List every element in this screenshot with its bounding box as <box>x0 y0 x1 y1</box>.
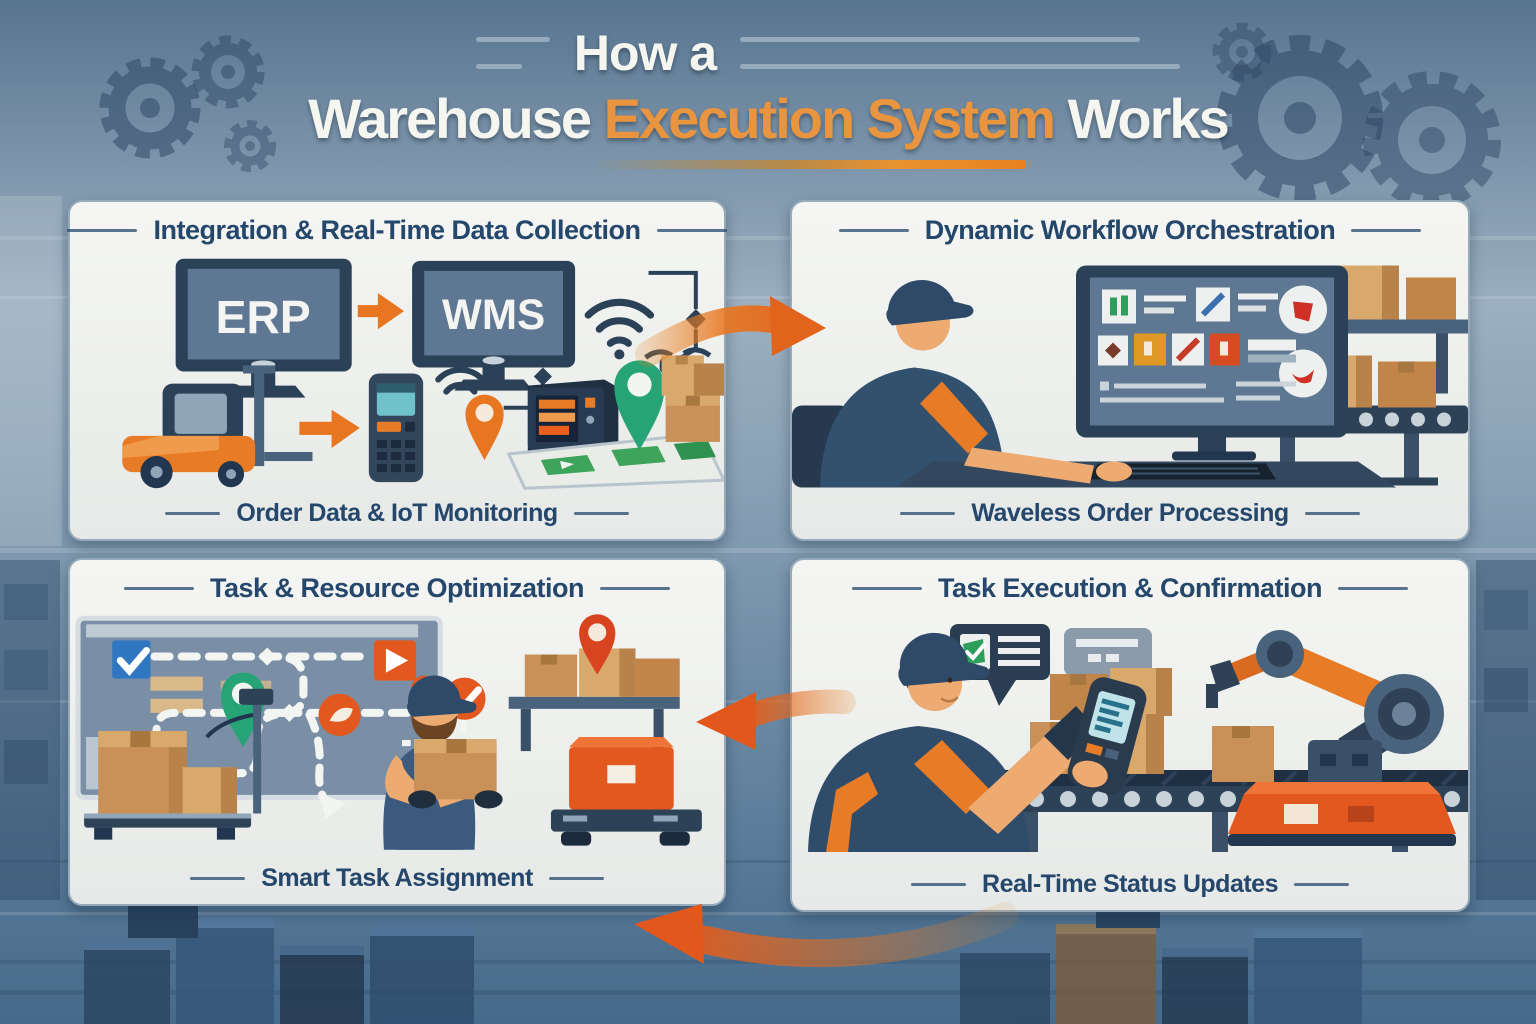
location-pin-orange <box>465 394 504 461</box>
panel-integration: Integration & Real-Time Data Collection … <box>67 200 727 541</box>
panel-title: Task Execution & Confirmation <box>851 573 1409 604</box>
wifi-icon <box>435 366 486 395</box>
panel-caption-text: Smart Task Assignment <box>261 864 533 892</box>
worker-arm <box>964 447 1132 484</box>
wifi-dot <box>614 349 625 360</box>
main-title: How a Warehouse Execution System Works <box>0 24 1536 169</box>
panel-title-text: Task Execution & Confirmation <box>937 573 1323 603</box>
worker-with-scanner <box>808 632 1147 852</box>
panel-title: Integration & Real-Time Data Collection <box>67 215 727 246</box>
panel-caption-text: Real-Time Status Updates <box>982 870 1278 898</box>
panel-caption-text: Waveless Order Processing <box>971 499 1289 527</box>
panel-execution: Task Execution & Confirmation <box>790 558 1470 912</box>
network-node-diamond <box>533 367 552 386</box>
integration-illustration: ERP WMS <box>122 258 724 490</box>
route-arrowhead <box>319 793 346 820</box>
panel-title-text: Task & Resource Optimization <box>209 573 585 603</box>
worker-at-computer <box>792 280 1006 488</box>
panel-title-text: Dynamic Workflow Orchestration <box>924 215 1336 245</box>
title-decor-lines-right <box>740 37 1181 69</box>
panel-caption-text: Order Data & IoT Monitoring <box>236 499 558 527</box>
background-boxes <box>84 896 474 1024</box>
warehouse-shelf-silhouette <box>0 196 1536 900</box>
keyboard <box>1088 463 1276 480</box>
svg-text:ERP: ERP <box>216 291 311 343</box>
iot-sensor-icon <box>527 379 619 457</box>
panel-optimization: Task & Resource Optimization <box>68 558 726 906</box>
chevron-tile <box>373 640 417 681</box>
gear-icon <box>1212 22 1272 82</box>
svg-text:WMS: WMS <box>442 291 545 338</box>
panel-caption: Waveless Order Processing <box>900 499 1360 528</box>
panel-title-text: Integration & Real-Time Data Collection <box>153 215 641 245</box>
storage-shelf <box>508 648 680 752</box>
title-line1-row: How a <box>475 24 1181 82</box>
workflow-illustration <box>792 265 1468 488</box>
dashboard-monitor <box>1076 265 1348 461</box>
network-node-diamond <box>685 309 706 330</box>
worker-carrying-box <box>383 675 503 850</box>
wifi-icon <box>584 298 655 347</box>
panel-workflow: Dynamic Workflow Orchestration <box>790 200 1470 541</box>
location-pin-green <box>614 360 665 450</box>
route-node-diamond <box>280 703 299 722</box>
dashboard-screen <box>1098 285 1327 403</box>
forklift-icon <box>122 365 313 489</box>
status-dot-orange <box>318 693 361 737</box>
check-tile <box>112 640 151 679</box>
pallet-scale <box>84 688 274 840</box>
agv-robot <box>550 737 702 846</box>
wms-monitor: WMS <box>412 260 576 391</box>
gear-icon <box>224 120 276 172</box>
handheld-scanner-icon <box>368 373 424 483</box>
panel-caption: Real-Time Status Updates <box>911 870 1349 899</box>
gear-icon <box>191 35 265 109</box>
panel-title: Task & Resource Optimization <box>123 573 671 604</box>
title-line1: How a <box>573 25 717 81</box>
title-line2: Warehouse Execution System Works <box>308 86 1230 151</box>
erp-monitor: ERP <box>175 258 352 398</box>
title-word-works: Works <box>1067 87 1230 150</box>
panel-caption: Order Data & IoT Monitoring <box>165 499 629 528</box>
route-node-diamond <box>258 647 277 666</box>
title-decor-lines-left <box>475 37 550 69</box>
optimization-illustration <box>75 614 702 850</box>
gear-icon <box>1217 35 1383 201</box>
gear-icon <box>99 57 201 159</box>
robot-arm-icon <box>1206 630 1456 846</box>
gear-icon <box>1363 71 1501 209</box>
location-pin-red <box>579 614 616 675</box>
box-stack <box>661 355 724 442</box>
title-accent-words: Execution System <box>603 87 1056 150</box>
panel-caption: Smart Task Assignment <box>190 864 604 893</box>
title-word-warehouse: Warehouse <box>308 87 592 150</box>
title-underline <box>594 160 1026 169</box>
panel-title: Dynamic Workflow Orchestration <box>838 215 1422 246</box>
erp-to-wms-arrow <box>357 293 405 330</box>
execution-illustration <box>808 624 1468 852</box>
flow-arrow-small <box>299 409 360 448</box>
